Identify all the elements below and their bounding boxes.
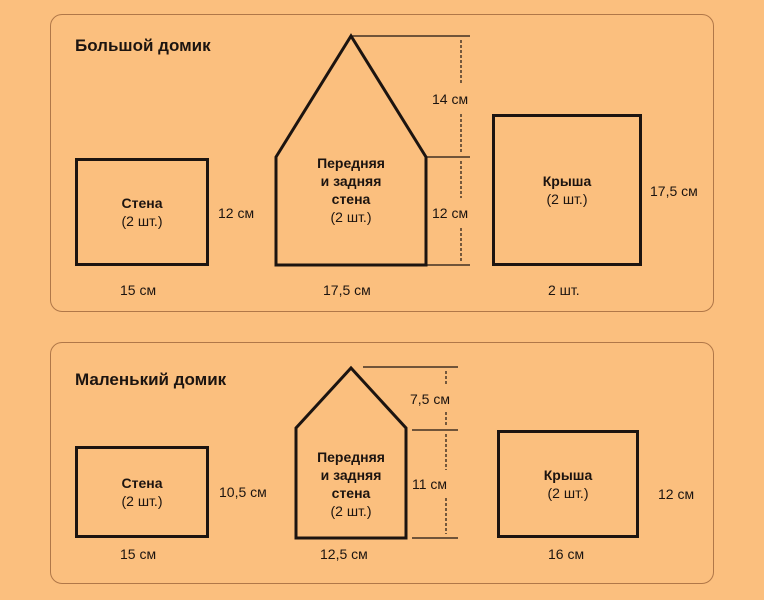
small-wall-width: 15 см [120, 546, 157, 562]
big-front-wall-height: 12 см [432, 205, 469, 221]
big-roof-name: Крыша [542, 173, 592, 189]
big-front-count: (2 шт.) [330, 209, 372, 225]
small-wall-piece: Стена (2 шт.) [75, 446, 209, 538]
big-wall-piece: Стена (2 шт.) [75, 158, 209, 266]
small-front-name-3: стена [331, 485, 371, 501]
big-front-roof-height: 14 см [432, 91, 469, 107]
big-front-name-3: стена [331, 191, 371, 207]
big-roof-count: (2 шт.) [546, 191, 588, 207]
small-house-panel [50, 342, 714, 584]
big-front-label: Передняя и задняя стена (2 шт.) [276, 154, 426, 226]
big-wall-height: 12 см [218, 205, 255, 221]
small-roof-width: 16 см [548, 546, 585, 562]
small-house-title: Маленький домик [75, 370, 227, 389]
small-front-count: (2 шт.) [330, 503, 372, 519]
big-roof-height: 17,5 см [650, 183, 698, 199]
big-wall-width: 15 см [120, 282, 157, 298]
small-front-roof-height: 7,5 см [410, 391, 450, 407]
small-wall-count: (2 шт.) [121, 493, 163, 509]
small-roof-name: Крыша [543, 467, 593, 483]
small-front-wall-height: 11 см [412, 476, 448, 492]
small-front-width: 12,5 см [320, 546, 368, 562]
small-front-label: Передняя и задняя стена (2 шт.) [296, 448, 406, 520]
small-wall-name: Стена [121, 475, 163, 491]
small-wall-height: 10,5 см [219, 484, 267, 500]
big-roof-width: 2 шт. [548, 282, 580, 298]
big-roof-piece: Крыша (2 шт.) [492, 114, 642, 266]
big-house-title: Большой домик [75, 36, 211, 55]
big-front-width: 17,5 см [323, 282, 371, 298]
small-roof-count: (2 шт.) [547, 485, 589, 501]
big-front-name-1: Передняя [317, 155, 385, 171]
small-roof-piece: Крыша (2 шт.) [497, 430, 639, 538]
big-house-panel [50, 14, 714, 312]
small-front-name-2: и задняя [320, 467, 382, 483]
small-front-name-1: Передняя [317, 449, 385, 465]
small-roof-height: 12 см [658, 486, 695, 502]
big-wall-name: Стена [121, 195, 163, 211]
big-wall-count: (2 шт.) [121, 213, 163, 229]
big-front-name-2: и задняя [320, 173, 382, 189]
